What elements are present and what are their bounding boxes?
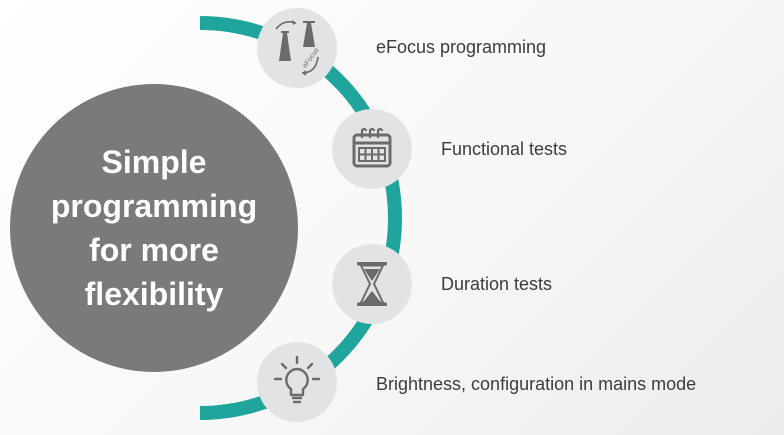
calendar-icon-circle <box>332 109 412 189</box>
main-title: Simple programming for more flexibility <box>50 144 258 312</box>
calendar-icon <box>352 127 392 168</box>
functional-tests-label: Functional tests <box>441 139 568 159</box>
lightbulb-icon-circle <box>257 342 337 422</box>
efocus-label: eFocus programming <box>376 37 547 57</box>
main-circle: Simple programming for more flexibility <box>10 84 298 372</box>
duration-tests-label: Duration tests <box>441 274 553 294</box>
lightbulb-icon <box>273 355 321 404</box>
hourglass-icon <box>357 262 387 306</box>
brightness-label: Brightness, configuration in mains mode <box>376 374 697 394</box>
hourglass-icon-circle <box>332 244 412 324</box>
efocus-icon-circle: eFocus <box>257 8 337 88</box>
efocus-icon: eFocus <box>275 20 321 76</box>
